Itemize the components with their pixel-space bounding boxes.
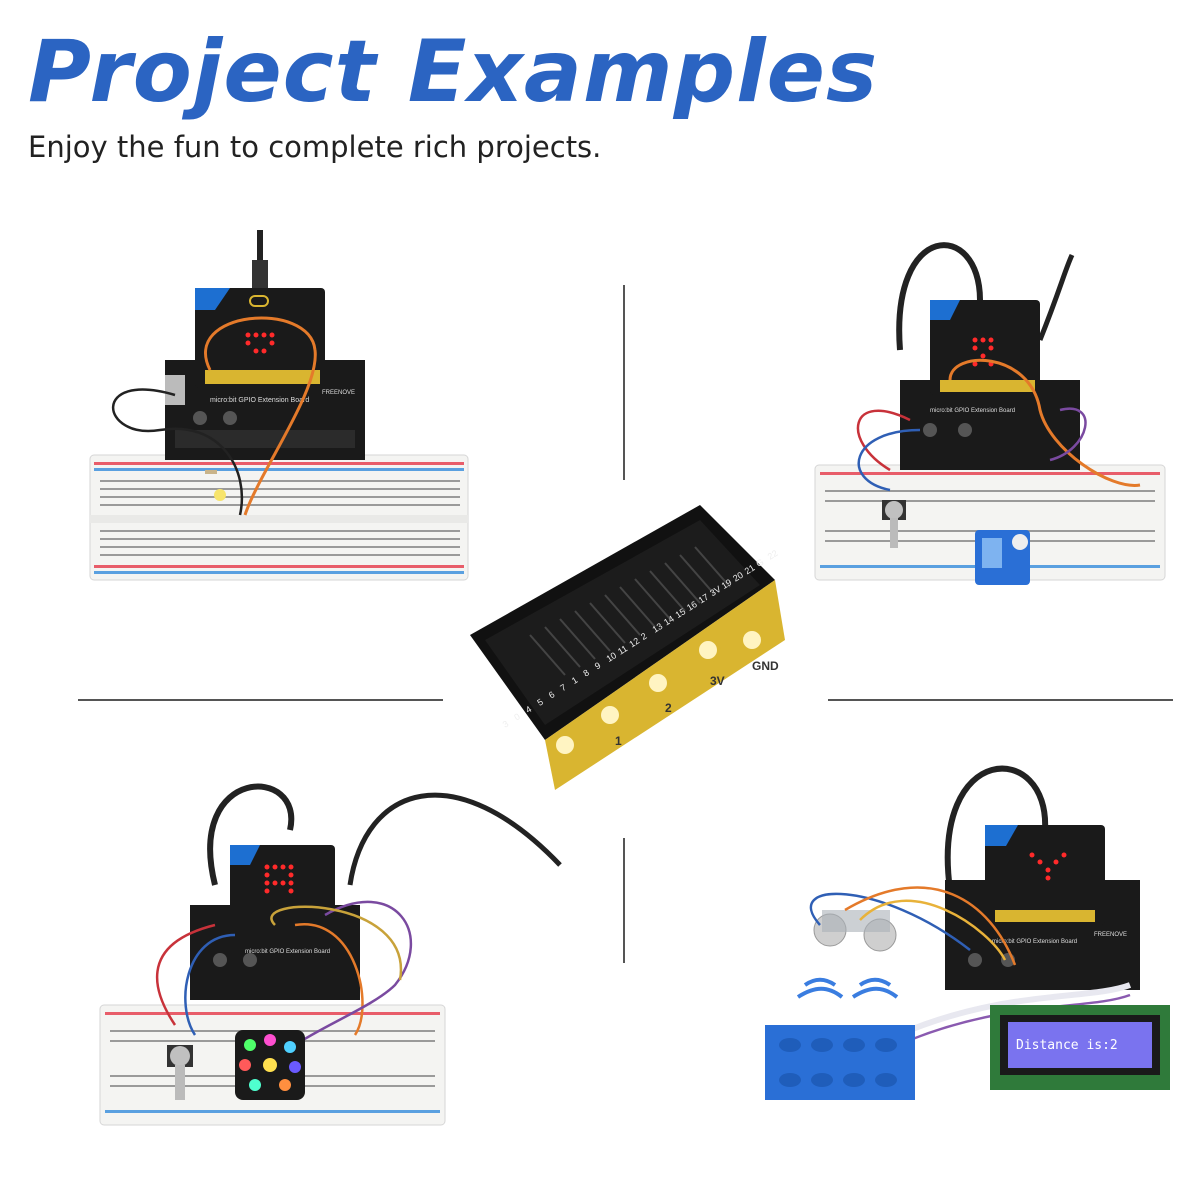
pin-number-label: 19 xyxy=(720,577,734,591)
divider-right-middle xyxy=(828,699,1173,701)
pin-number-label: 17 xyxy=(697,592,711,606)
pin-number-label: 22 xyxy=(766,548,780,562)
pin-number-label: 1 xyxy=(570,675,580,686)
divider-left-middle xyxy=(78,699,443,701)
pin-number-label: 16 xyxy=(685,599,699,613)
pin-number-label: 9 xyxy=(593,660,603,671)
pin-number-label: 15 xyxy=(674,606,688,620)
led-project-photo: micro:bit GPIO Extension Board FREENOVE xyxy=(89,230,469,581)
pad-label-gnd: GND xyxy=(752,659,779,673)
pin-number-label: 8 xyxy=(581,667,591,678)
pad-label-2: 2 xyxy=(665,701,672,715)
pin-number-label: 11 xyxy=(616,643,629,656)
pin-number-label: 6 xyxy=(547,689,557,700)
pin-number-label: 20 xyxy=(731,570,745,584)
pin-number-label: 4 xyxy=(524,704,534,715)
brand-label: FREENOVE xyxy=(322,390,355,396)
pin-number-label: 12 xyxy=(627,636,641,650)
lcd-text: Distance is:2 xyxy=(1016,1038,1118,1053)
pin-number-label: 2 xyxy=(639,631,649,642)
extension-board-label-2: micro:bit GPIO Extension Board xyxy=(930,408,1015,414)
pin-number-label: G xyxy=(754,557,765,569)
rgb-project-photo: micro:bit GPIO Extension Board xyxy=(99,783,562,1126)
divider-top-center xyxy=(623,285,625,480)
pin-number-label: 0 xyxy=(512,711,522,722)
pin-number-label: 7 xyxy=(558,682,568,693)
pin-number-label: 13 xyxy=(651,621,665,635)
page-subtitle: Enjoy the fun to complete rich projects. xyxy=(28,130,602,164)
page-title: Project Examples xyxy=(28,22,879,122)
pin-number-label: 3V xyxy=(708,584,723,598)
pad-label-3v: 3V xyxy=(710,674,725,688)
divider-bottom-center xyxy=(623,838,625,963)
pin-number-label: 21 xyxy=(743,563,757,577)
ultrasonic-lcd-project-photo: micro:bit GPIO Extension Board FREENOVE … xyxy=(765,765,1170,1100)
extension-board-label-4: micro:bit GPIO Extension Board xyxy=(992,939,1077,945)
pin-number-label: 3 xyxy=(501,719,511,730)
brand-label-4: FREENOVE xyxy=(1094,932,1127,938)
pin-number-label: 10 xyxy=(604,650,618,664)
pin-number-label: 14 xyxy=(662,614,676,628)
pad-label-1: 1 xyxy=(615,734,622,748)
pin-number-label: 5 xyxy=(535,697,545,708)
extension-board-label-3: micro:bit GPIO Extension Board xyxy=(245,949,330,955)
extension-board-label: micro:bit GPIO Extension Board xyxy=(210,397,309,404)
servo-project-photo: micro:bit GPIO Extension Board xyxy=(814,242,1166,585)
